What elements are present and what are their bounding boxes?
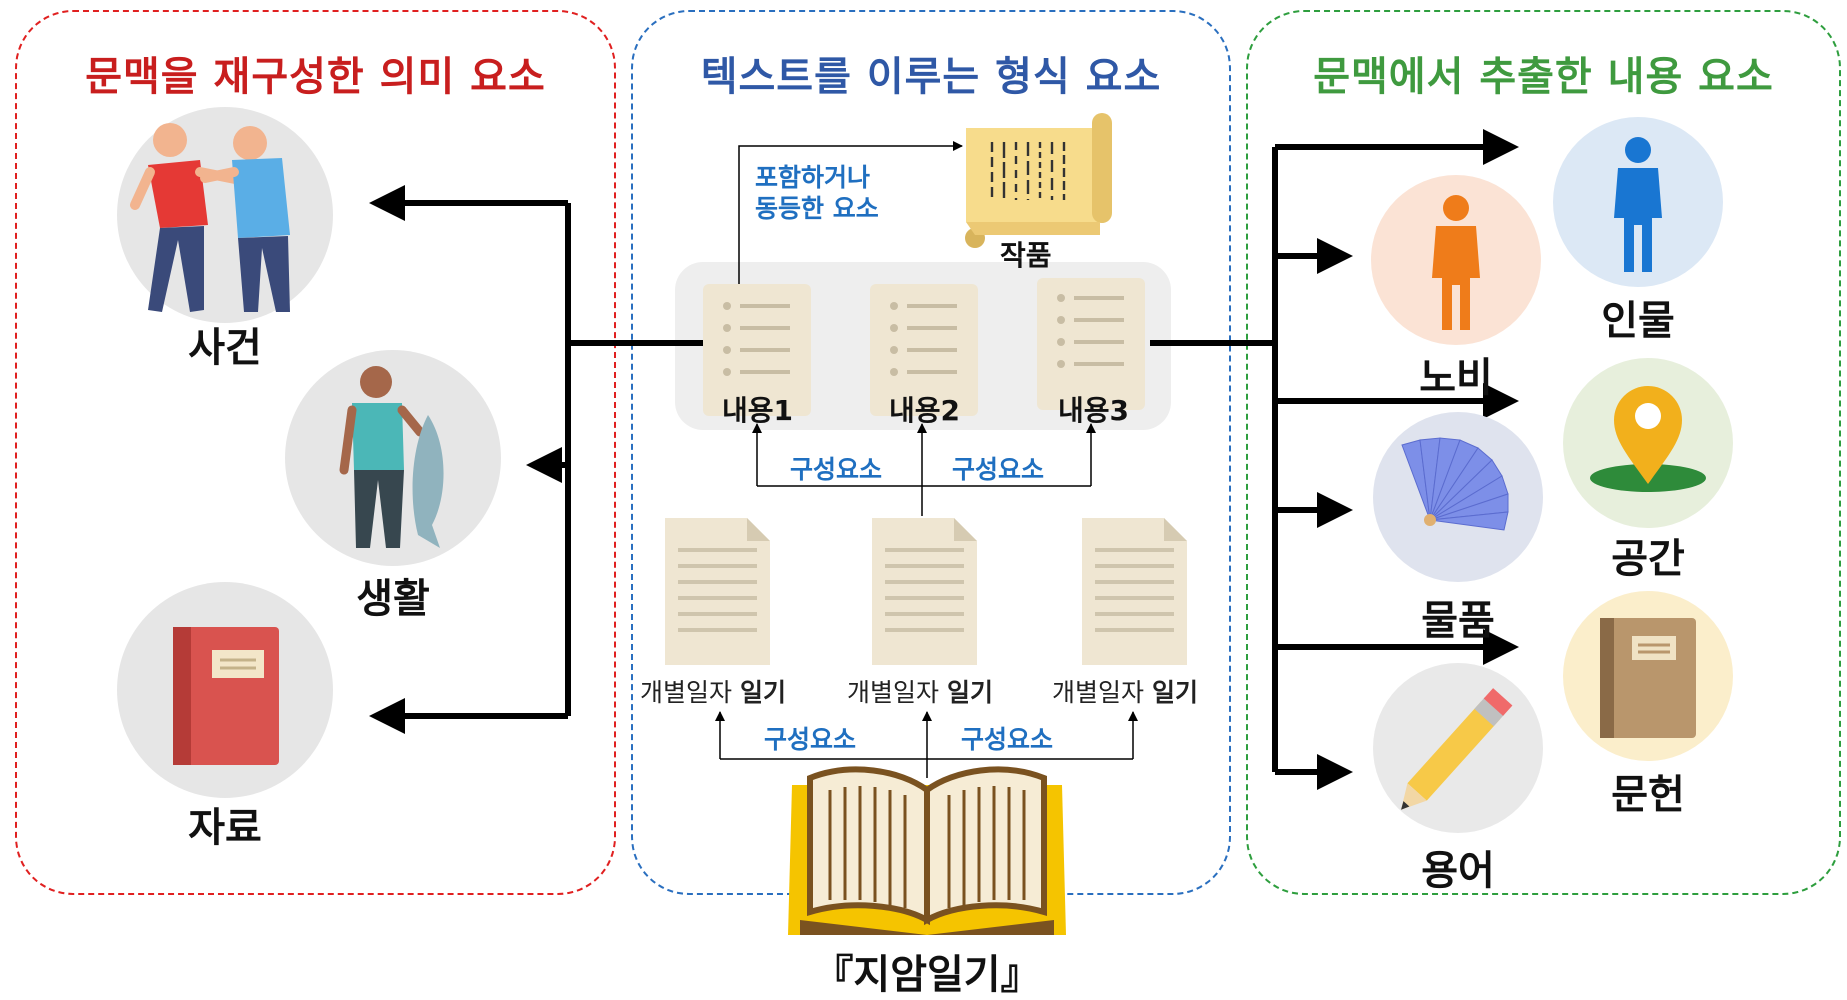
document-list-icon [1037, 278, 1145, 410]
open-book-icon [788, 766, 1066, 935]
panel-title-formal: 텍스트를 이루는 형식 요소 [700, 54, 1162, 100]
left-connectors [369, 185, 703, 734]
brown-book-icon [1563, 591, 1733, 761]
person-blue-icon [1553, 117, 1723, 287]
man-holding-fish-icon [285, 350, 501, 566]
diary-label-1: 개별일자 일기 [640, 673, 786, 709]
diary-prefix: 개별일자 [1052, 678, 1145, 707]
scroll-icon [965, 113, 1112, 248]
document-page-icon [665, 518, 770, 665]
label-life: 생활 [356, 576, 430, 622]
folding-fan-icon [1373, 412, 1543, 582]
two-people-icon [117, 107, 333, 323]
label-work: 작품 [1000, 239, 1052, 272]
diary-bold: 일기 [739, 678, 786, 707]
diary-bold: 일기 [946, 678, 993, 707]
label-literature: 문헌 [1611, 772, 1685, 818]
document-list-icon [703, 284, 811, 416]
diary-label-3: 개별일자 일기 [1052, 673, 1198, 709]
label-material: 자료 [188, 805, 262, 851]
component-label-lower-2: 구성요소 [961, 725, 1054, 754]
include-label-line1: 포함하거나 [755, 163, 871, 192]
component-label-upper-2: 구성요소 [952, 455, 1045, 484]
panel-title-content: 문맥에서 추출한 내용 요소 [1313, 54, 1774, 100]
content-label-1: 내용1 [722, 394, 794, 427]
document-list-icon [870, 284, 978, 416]
document-page-icon [872, 518, 977, 665]
diary-bold: 일기 [1151, 678, 1198, 707]
label-person: 인물 [1601, 298, 1675, 344]
pencil-icon [1373, 663, 1543, 833]
label-space: 공간 [1611, 536, 1685, 582]
person-orange-icon [1371, 175, 1541, 345]
content-label-2: 내용2 [889, 394, 961, 427]
component-label-upper-1: 구성요소 [790, 455, 883, 484]
label-event: 사건 [188, 325, 262, 371]
red-book-icon [117, 582, 333, 798]
label-goods: 물품 [1421, 598, 1495, 644]
map-pin-icon [1563, 358, 1733, 528]
diary-prefix: 개별일자 [640, 678, 733, 707]
content-elements-panel: 문맥에서 추출한 내용 요소 [1246, 10, 1841, 895]
semantic-elements-panel: 문맥을 재구성한 의미 요소 [15, 10, 616, 895]
component-arrows-upper [752, 423, 1096, 516]
document-page-icon [1082, 518, 1187, 665]
component-label-lower-1: 구성요소 [764, 725, 857, 754]
diary-prefix: 개별일자 [847, 678, 940, 707]
include-label-line2: 동등한 요소 [755, 194, 879, 223]
book-title: 『지암일기』 [813, 952, 1041, 998]
component-arrows-lower [715, 711, 1138, 778]
diary-label-2: 개별일자 일기 [847, 673, 993, 709]
label-slave: 노비 [1419, 355, 1493, 401]
panel-title-semantic: 문맥을 재구성한 의미 요소 [85, 54, 546, 100]
include-arrow [738, 141, 963, 284]
content-label-3: 내용3 [1058, 394, 1130, 427]
label-term: 용어 [1421, 848, 1495, 894]
right-connectors [1150, 129, 1519, 790]
